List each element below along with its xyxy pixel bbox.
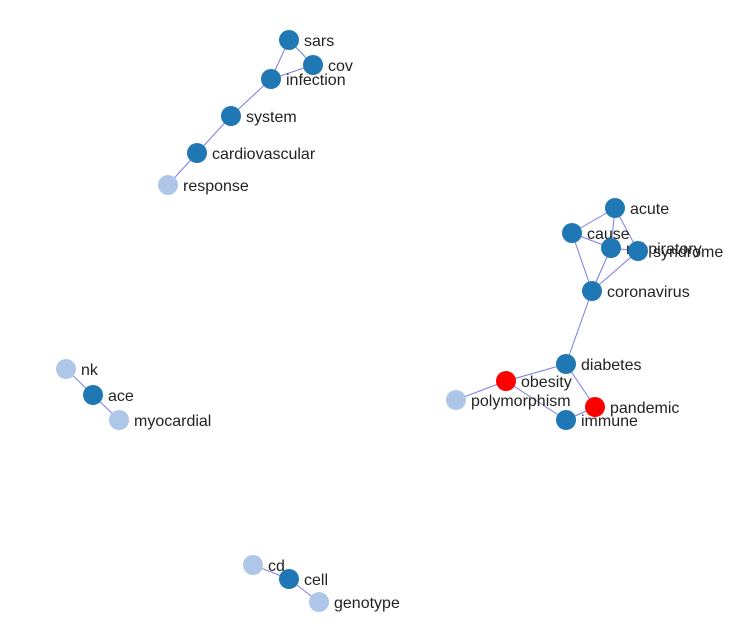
node-cell[interactable]: cell (279, 569, 328, 589)
node-nk[interactable]: nk (56, 359, 99, 379)
node-circle[interactable] (56, 359, 76, 379)
node-circle[interactable] (628, 241, 648, 261)
node-label: polymorphism (471, 393, 571, 410)
node-cd[interactable]: cd (243, 555, 285, 575)
node-label: immune (581, 413, 638, 430)
node-label: diabetes (581, 357, 642, 374)
edge-cause-coronavirus (571, 232, 593, 292)
node-polymorphism[interactable]: polymorphism (446, 390, 571, 410)
edge-coronavirus-diabetes (565, 290, 593, 365)
node-circle[interactable] (109, 410, 129, 430)
node-label: cov (328, 58, 353, 75)
node-label: nk (81, 362, 99, 379)
node-label: system (246, 109, 297, 126)
node-circle[interactable] (261, 69, 281, 89)
node-infection[interactable]: infection (261, 69, 346, 89)
node-label: cell (304, 572, 328, 589)
node-label: sars (304, 33, 334, 50)
node-myocardial[interactable]: myocardial (109, 410, 211, 430)
node-label: pandemic (610, 400, 679, 417)
node-immune[interactable]: immune (556, 410, 638, 430)
node-circle[interactable] (187, 143, 207, 163)
node-circle[interactable] (279, 569, 299, 589)
node-circle[interactable] (243, 555, 263, 575)
node-label: response (183, 178, 249, 195)
node-circle[interactable] (605, 198, 625, 218)
node-ace[interactable]: ace (83, 385, 134, 405)
node-circle[interactable] (158, 175, 178, 195)
node-coronavirus[interactable]: coronavirus (582, 281, 690, 301)
node-system[interactable]: system (221, 106, 297, 126)
node-cardiovascular[interactable]: cardiovascular (187, 143, 316, 163)
node-circle[interactable] (562, 223, 582, 243)
node-label: myocardial (134, 413, 211, 430)
node-sars[interactable]: sars (279, 30, 334, 50)
node-circle[interactable] (83, 385, 103, 405)
node-syndrome[interactable]: syndrome (628, 241, 723, 261)
node-circle[interactable] (601, 238, 621, 258)
edge-obesity-immune (505, 380, 567, 421)
node-response[interactable]: response (158, 175, 249, 195)
node-label: acute (630, 201, 669, 218)
node-label: cardiovascular (212, 146, 316, 163)
node-circle[interactable] (446, 390, 466, 410)
node-circle[interactable] (496, 371, 516, 391)
node-circle[interactable] (303, 55, 323, 75)
node-circle[interactable] (556, 410, 576, 430)
node-cov[interactable]: cov (303, 55, 353, 75)
node-cause[interactable]: cause (562, 223, 630, 243)
node-label: obesity (521, 374, 572, 391)
node-pandemic[interactable]: pandemic (585, 397, 679, 417)
node-label: ace (108, 388, 134, 405)
node-circle[interactable] (556, 354, 576, 374)
node-circle[interactable] (309, 592, 329, 612)
node-circle[interactable] (221, 106, 241, 126)
edge-diabetes-obesity (505, 363, 567, 382)
node-acute[interactable]: acute (605, 198, 669, 218)
node-label: syndrome (653, 244, 723, 261)
node-circle[interactable] (279, 30, 299, 50)
node-obesity[interactable]: obesity (496, 371, 572, 391)
node-circle[interactable] (585, 397, 605, 417)
node-diabetes[interactable]: diabetes (556, 354, 642, 374)
edge-syndrome-coronavirus (591, 250, 639, 292)
node-label: cd (268, 558, 285, 575)
node-label: coronavirus (607, 284, 690, 301)
node-circle[interactable] (582, 281, 602, 301)
node-genotype[interactable]: genotype (309, 592, 400, 612)
node-label: infection (286, 72, 346, 89)
edges-layer (65, 39, 639, 603)
node-label: genotype (334, 595, 400, 612)
node-label: cause (587, 226, 630, 243)
